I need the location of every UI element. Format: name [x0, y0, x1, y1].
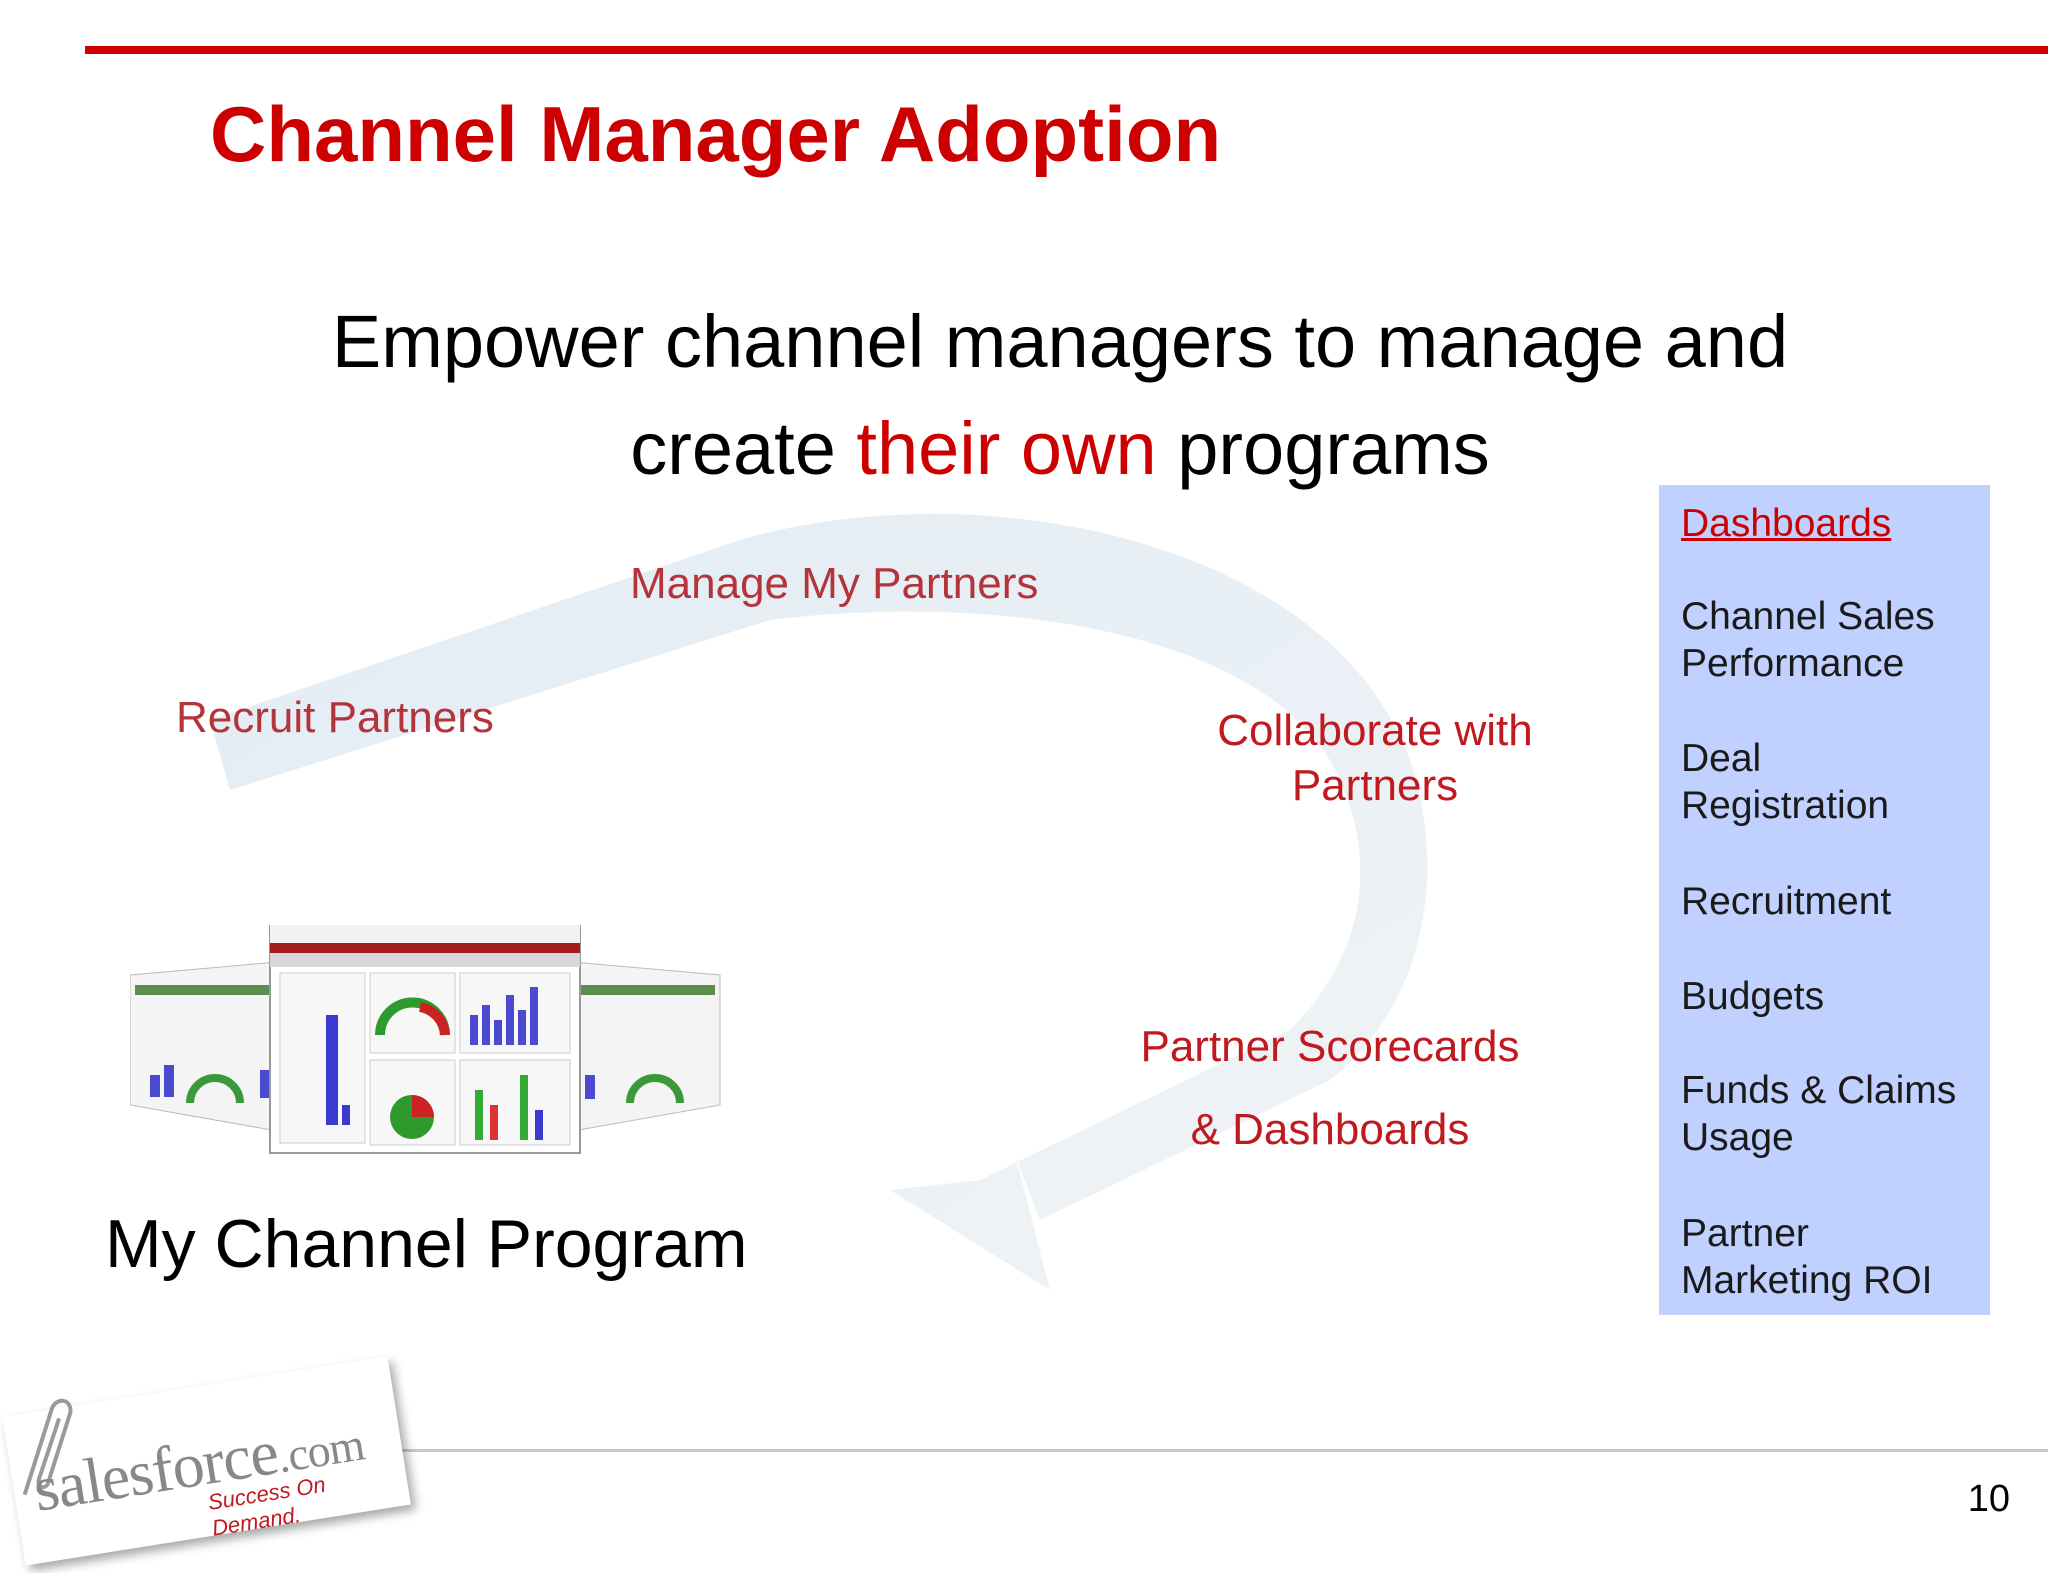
footer-rule: [400, 1449, 2048, 1452]
panel-item-channel-sales-performance: Channel Sales Performance: [1681, 593, 1981, 687]
cycle-arrow-band: [210, 513, 1428, 1290]
step-manage-partners: Manage My Partners: [630, 559, 1039, 608]
step-scorecards-line-2: & Dashboards: [1190, 1105, 1470, 1154]
step-collaborate: Collaborate with Partners: [1190, 703, 1560, 813]
subtitle-line-1: Empower channel managers to manage and: [331, 300, 1789, 383]
step-recruit-partners: Recruit Partners: [176, 693, 494, 742]
panel-item-partner-marketing-roi: Partner Marketing ROI: [1681, 1210, 1981, 1304]
step-scorecards-line-1: Partner Scorecards: [1140, 1022, 1520, 1071]
panel-item-line-1: Channel Sales: [1681, 595, 1935, 638]
slide-title: Channel Manager Adoption: [210, 90, 1222, 178]
panel-item-line-2: Registration: [1681, 784, 1890, 827]
step-collaborate-line-2: Partners: [1291, 761, 1459, 810]
panel-item-line-1: Deal: [1681, 737, 1762, 780]
salesforce-logo: salesforce.com Success On Demand.: [0, 1335, 421, 1567]
subtitle-line-2-pre: create: [630, 407, 857, 490]
page-number: 10: [1967, 1478, 2010, 1520]
subtitle-line-2: create their own programs: [200, 395, 1920, 502]
panel-item-budgets: Budgets: [1681, 975, 1825, 1018]
top-accent-rule: [85, 46, 2048, 54]
subtitle-line-2-post: programs: [1156, 407, 1490, 490]
step-collaborate-line-1: Collaborate with: [1217, 706, 1533, 755]
panel-item-line-1: Funds & Claims: [1681, 1069, 1957, 1112]
center-dashboard-thumbnail: [269, 925, 581, 1154]
panel-item-recruitment: Recruitment: [1681, 880, 1892, 923]
paperclip-icon: [22, 1398, 73, 1496]
panel-item-deal-registration: Deal Registration: [1681, 735, 1981, 829]
subtitle-highlight: their own: [856, 407, 1157, 490]
dashboard-screenshots-collage: [130, 925, 721, 1154]
panel-item-line-2: Usage: [1681, 1116, 1794, 1159]
step-scorecards: Partner Scorecards & Dashboards: [1110, 1005, 1550, 1171]
slide-subtitle: Empower channel managers to manage and c…: [200, 288, 1920, 502]
panel-item-line-2: Performance: [1681, 642, 1905, 685]
panel-item-funds-claims-usage: Funds & Claims Usage: [1681, 1067, 1981, 1161]
feature-panel: Dashboards Channel Sales Performance Dea…: [1659, 485, 1990, 1315]
panel-item-dashboards-link[interactable]: Dashboards: [1681, 502, 1892, 545]
panel-item-line-1: Partner: [1681, 1212, 1809, 1255]
panel-item-line-2: Marketing ROI: [1681, 1259, 1933, 1302]
program-label: My Channel Program: [105, 1206, 748, 1282]
right-dashboard-thumbnail: [549, 959, 721, 1136]
